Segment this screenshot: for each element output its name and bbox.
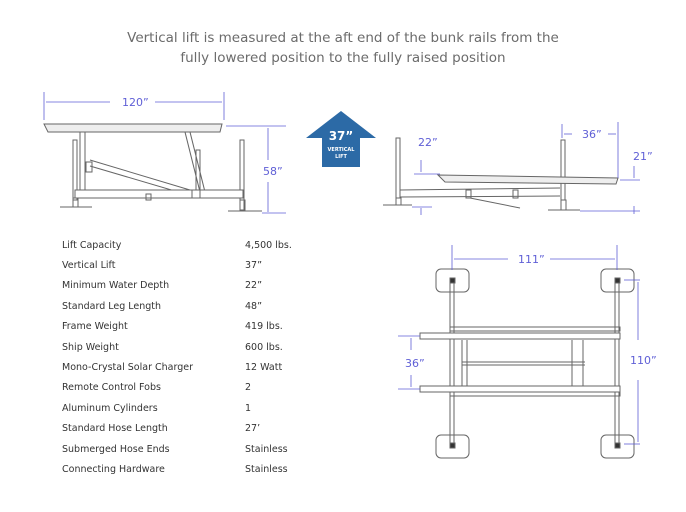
spec-value: 600 lbs. bbox=[245, 341, 283, 353]
side-height-dim: 58” bbox=[263, 165, 283, 178]
spec-row: Remote Control Fobs 2 bbox=[62, 378, 322, 398]
spec-label: Standard Leg Length bbox=[62, 300, 162, 312]
spec-row: Connecting Hardware Stainless bbox=[62, 459, 322, 479]
title-line-1: Vertical lift is measured at the aft end… bbox=[127, 30, 559, 46]
spec-row: Aluminum Cylinders 1 bbox=[62, 398, 322, 418]
spec-label: Vertical Lift bbox=[62, 260, 116, 272]
spec-value: 12 Watt bbox=[245, 362, 283, 374]
spec-row: Mono-Crystal Solar Charger 12 Watt bbox=[62, 357, 322, 377]
spec-row: Submerged Hose Ends Stainless bbox=[62, 439, 322, 459]
title-line-2: fully lowered position to the fully rais… bbox=[180, 50, 506, 66]
spec-value: 48” bbox=[245, 300, 263, 312]
lift-label-1: VERTICAL bbox=[328, 147, 356, 153]
spec-value: Stainless bbox=[245, 463, 288, 475]
spec-label: Lift Capacity bbox=[62, 239, 122, 251]
top-view-drawing bbox=[419, 268, 635, 459]
lift-label-2: LIFT bbox=[335, 154, 347, 160]
end-view-drawing bbox=[383, 137, 619, 211]
vertical-lift-arrow-icon: 37” VERTICAL LIFT bbox=[306, 111, 376, 167]
spec-value: 27’ bbox=[245, 423, 261, 435]
rise-dim: 21” bbox=[633, 150, 653, 163]
spec-value: 4,500 lbs. bbox=[245, 239, 292, 251]
top-length-dim: 110” bbox=[630, 354, 657, 367]
spec-label: Submerged Hose Ends bbox=[62, 443, 170, 455]
spec-label: Standard Hose Length bbox=[62, 423, 168, 435]
spec-row: Lift Capacity 4,500 lbs. bbox=[62, 235, 322, 255]
page-title: Vertical lift is measured at the aft end… bbox=[0, 28, 686, 68]
spec-row: Vertical Lift 37” bbox=[62, 255, 322, 275]
bunk-spacing-dim: 36” bbox=[405, 357, 425, 370]
bunk-width-dim: 36” bbox=[582, 128, 602, 141]
spec-row: Standard Leg Length 48” bbox=[62, 296, 322, 316]
dimension-lines bbox=[43, 92, 640, 445]
side-view-drawing bbox=[43, 123, 262, 212]
lift-value: 37” bbox=[329, 129, 354, 143]
spec-value: 37” bbox=[245, 260, 263, 272]
spec-row: Minimum Water Depth 22” bbox=[62, 276, 322, 296]
spec-value: 419 lbs. bbox=[245, 321, 283, 333]
spec-label: Minimum Water Depth bbox=[62, 280, 170, 292]
spec-label: Connecting Hardware bbox=[62, 463, 165, 475]
spec-label: Aluminum Cylinders bbox=[62, 402, 158, 414]
spec-label: Remote Control Fobs bbox=[62, 382, 161, 394]
spec-label: Ship Weight bbox=[62, 341, 119, 353]
side-length-dim: 120” bbox=[122, 96, 149, 109]
spec-value: Stainless bbox=[245, 443, 288, 455]
spec-row: Frame Weight 419 lbs. bbox=[62, 317, 322, 337]
spec-value: 1 bbox=[245, 402, 252, 414]
spec-label: Mono-Crystal Solar Charger bbox=[62, 362, 193, 374]
spec-table: Lift Capacity 4,500 lbs. Vertical Lift 37” M… bbox=[62, 235, 322, 480]
top-width-dim: 111” bbox=[518, 253, 545, 266]
spec-value: 22” bbox=[245, 280, 263, 292]
spec-row: Ship Weight 600 lbs. bbox=[62, 337, 322, 357]
spec-label: Frame Weight bbox=[62, 321, 128, 333]
spec-value: 2 bbox=[245, 382, 252, 394]
water-depth-dim: 22” bbox=[418, 136, 438, 149]
spec-row: Standard Hose Length 27’ bbox=[62, 419, 322, 439]
